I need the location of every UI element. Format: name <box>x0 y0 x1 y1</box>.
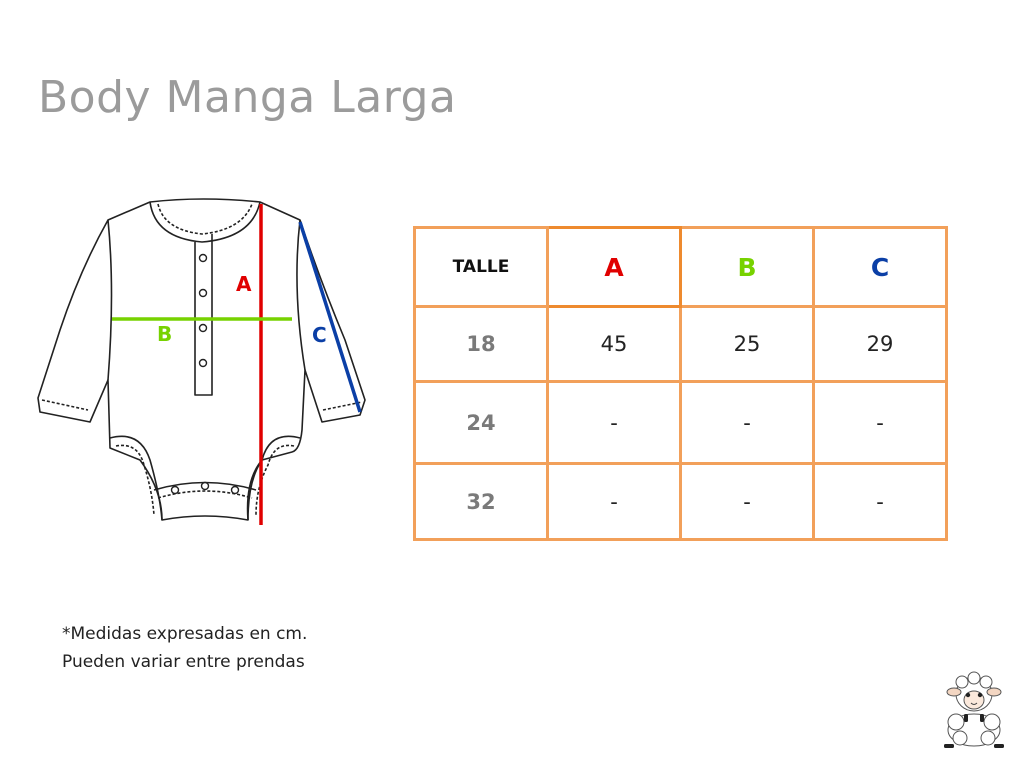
value-b-cell: 25 <box>679 305 815 383</box>
value-a-cell: - <box>546 380 682 465</box>
diagram-label-b: B <box>157 322 172 346</box>
size-table: TALLE A B C 18 45 25 29 24 - - - 32 - - … <box>413 226 948 541</box>
value-a-cell: - <box>546 462 682 541</box>
value-a-cell: 45 <box>546 305 682 383</box>
value-c-cell: - <box>812 462 948 541</box>
value-b-cell: - <box>679 380 815 465</box>
size-cell: 32 <box>413 462 549 541</box>
size-cell: 24 <box>413 380 549 465</box>
table-row: 32 - - - <box>413 462 948 541</box>
value-b-cell: - <box>679 462 815 541</box>
header-talle: TALLE <box>413 226 549 308</box>
size-cell: 18 <box>413 305 549 383</box>
header-b: B <box>679 226 815 308</box>
page-title: Body Manga Larga <box>38 72 457 123</box>
diagram-label-c: C <box>312 323 327 347</box>
diagram-label-a: A <box>236 272 252 296</box>
table-header-row: TALLE A B C <box>413 226 948 308</box>
note-line-2: Pueden variar entre prendas <box>62 652 305 672</box>
bodysuit-diagram: A B C <box>37 198 366 525</box>
header-c: C <box>812 226 948 308</box>
note-line-1: *Medidas expresadas en cm. <box>62 624 308 644</box>
table-row: 24 - - - <box>413 380 948 465</box>
table-row: 18 45 25 29 <box>413 305 948 383</box>
value-c-cell: 29 <box>812 305 948 383</box>
header-a: A <box>546 226 682 308</box>
sheep-mascot-icon <box>944 671 1004 748</box>
value-c-cell: - <box>812 380 948 465</box>
measure-line-c <box>298 221 362 413</box>
measurement-note: *Medidas expresadas en cm. Pueden variar… <box>62 620 307 676</box>
